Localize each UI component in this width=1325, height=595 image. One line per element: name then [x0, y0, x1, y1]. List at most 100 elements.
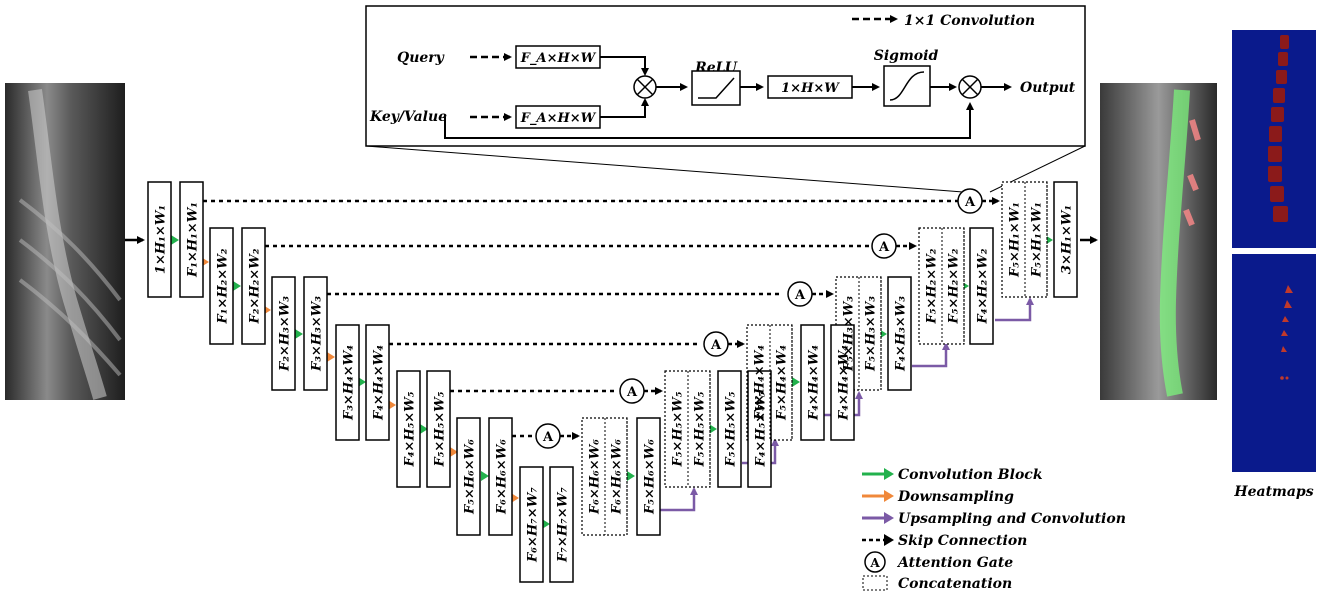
- output-label: Output: [1020, 80, 1076, 96]
- feature-block: [800, 324, 825, 441]
- block-label: F₅×H₃×W₃: [864, 296, 879, 372]
- attention-gate: A: [703, 331, 729, 357]
- flow-arrow: [450, 447, 458, 457]
- block-label: F₃×H₃×W₃: [310, 296, 325, 372]
- feature-block: [303, 276, 328, 391]
- flow-arrow: [627, 471, 635, 481]
- legend-attn-label: Attention Gate: [896, 555, 1013, 571]
- block-label: F₅×H₆×W₆: [463, 439, 478, 515]
- block-label: F₄×H₃×W₃: [894, 296, 909, 372]
- key-box-label: F_A×H×W: [520, 111, 597, 126]
- legend-down-label: Downsampling: [897, 489, 1014, 505]
- block-label: F₅×H₄×W₄: [775, 345, 790, 421]
- feature-block: [209, 227, 234, 345]
- relu-box: [691, 70, 741, 106]
- block-label: F₅×H₄×W₄: [753, 345, 768, 421]
- block-label: F₁×H₂×W₂: [216, 248, 231, 324]
- feature-block: [271, 276, 296, 391]
- query-box-label: F_A×H×W: [520, 51, 597, 66]
- block-label: 1×H₁×W₁: [154, 205, 169, 274]
- block-label: F₄×H₄×W₄: [807, 345, 822, 421]
- flow-arrow: [542, 519, 550, 529]
- feature-block: [147, 181, 172, 298]
- block-label: F₄×H₅×W₅: [754, 391, 769, 467]
- flow-arrow: [171, 235, 179, 245]
- block-label: F₂×H₃×W₃: [278, 296, 293, 372]
- legend-attn-swatch: [864, 551, 886, 573]
- input-xray-image: [5, 83, 125, 400]
- feature-block: [636, 417, 661, 536]
- svg-text:A: A: [710, 338, 722, 353]
- svg-text:A: A: [878, 240, 890, 255]
- legend-conv-label: Convolution Block: [898, 467, 1043, 483]
- feature-block: [830, 324, 855, 441]
- attention-gate: A: [957, 188, 983, 214]
- mid-box-label: 1×H×W: [781, 81, 840, 96]
- block-label: F₂×H₂×W₂: [248, 248, 263, 324]
- block-label: F₃×H₄×W₄: [342, 345, 357, 421]
- multiply-node-2: [958, 75, 982, 99]
- feature-block: [335, 324, 360, 441]
- block-label: F₅×H₁×W₁: [1030, 202, 1045, 278]
- flow-arrow: [295, 329, 303, 339]
- upsample-arrow: [995, 297, 1034, 322]
- svg-text:A: A: [964, 195, 976, 210]
- output-overlay-image: [1100, 83, 1217, 400]
- flow-arrow: [792, 377, 800, 387]
- flow-arrow: [420, 424, 428, 434]
- feature-block: [365, 324, 390, 441]
- flow-arrow: [233, 281, 241, 291]
- feature-block: [519, 466, 544, 583]
- feature-block: [549, 466, 574, 583]
- legend-up-label: Upsampling and Convolution: [898, 511, 1126, 527]
- block-label: F₅×H₁×W₁: [1008, 202, 1023, 278]
- block-label: F₆×H₆×W₆: [495, 439, 510, 515]
- attention-gate: A: [871, 233, 897, 259]
- feature-block: [241, 227, 266, 345]
- flow-arrow: [358, 377, 366, 387]
- attention-gate: A: [619, 378, 645, 404]
- block-label: F₇×H₇×W₇: [556, 487, 571, 563]
- heatmaps-label: Heatmaps: [1233, 484, 1313, 500]
- block-label: F₆×H₆×W₆: [588, 439, 603, 515]
- sigmoid-label: Sigmoid: [874, 48, 939, 64]
- block-label: F₄×H₄×W₄: [372, 345, 387, 421]
- flow-arrow: [481, 471, 489, 481]
- block-label: F₅×H₂×W₂: [947, 248, 962, 324]
- flow-arrow: [327, 352, 335, 362]
- block-label: F₆×H₆×W₆: [610, 439, 625, 515]
- block-label: F₅×H₅×W₅: [724, 391, 739, 467]
- legend: Convolution Block Downsampling Upsamplin…: [862, 467, 1126, 592]
- flow-arrow: [709, 424, 717, 434]
- block-label: 3×H₁×W₁: [1060, 205, 1075, 274]
- feature-block: [179, 181, 204, 298]
- feature-block: [488, 417, 513, 536]
- feature-block: [969, 227, 994, 345]
- multiply-node-1: [633, 75, 657, 99]
- feature-block: [1053, 181, 1078, 298]
- block-label: F₄×H₂×W₂: [976, 248, 991, 324]
- block-label: F₅×H₅×W₅: [671, 391, 686, 467]
- upsample-arrow: [660, 487, 698, 512]
- query-label: Query: [397, 50, 445, 66]
- heatmap-top: [1232, 30, 1316, 248]
- svg-text:A: A: [794, 288, 806, 303]
- legend-concat-label: Concatenation: [898, 576, 1012, 592]
- svg-text:A: A: [542, 430, 554, 445]
- feature-block: [717, 370, 742, 488]
- attention-gate: A: [787, 281, 813, 307]
- legend-attn-letter: A: [869, 556, 880, 570]
- block-label: F₄×H₄×W₄: [837, 345, 852, 421]
- block-label: F₅×H₆×W₆: [643, 439, 658, 515]
- feature-block: [426, 370, 451, 488]
- block-label: F₅×H₃×W₃: [842, 296, 857, 372]
- feature-block: [456, 417, 481, 536]
- block-label: F₆×H₇×W₇: [526, 487, 541, 563]
- inset-legend-label: 1×1 Convolution: [904, 13, 1035, 29]
- legend-concat-swatch: [862, 575, 888, 591]
- block-label: F₅×H₅×W₅: [433, 391, 448, 467]
- heatmap-bottom: [1232, 254, 1316, 472]
- legend-skip-label: Skip Connection: [898, 533, 1027, 549]
- attention-gate: A: [535, 423, 561, 449]
- flow-arrow: [511, 493, 519, 503]
